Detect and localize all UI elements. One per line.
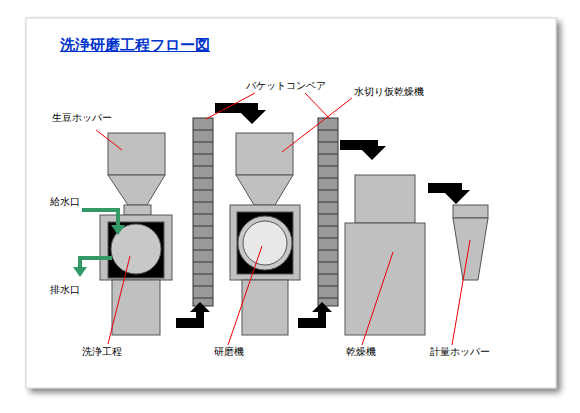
conveyor-bucket: [193, 202, 213, 203]
diagram-title: 洗浄研磨工程フロー図: [60, 36, 210, 54]
conveyor-bucket: [193, 214, 213, 215]
conveyor-bucket: [318, 262, 338, 263]
conveyor-bucket: [318, 286, 338, 287]
part-label: 水切り仮乾燥機: [354, 86, 424, 98]
part-label: 乾燥機: [346, 346, 376, 358]
conveyor-bucket: [318, 274, 338, 275]
conveyor-bucket: [318, 214, 338, 215]
conveyor-bucket: [193, 190, 213, 191]
conveyor-bucket: [193, 142, 213, 143]
conveyor-bucket: [193, 178, 213, 179]
conveyor-bucket: [193, 238, 213, 239]
part-label: バケットコンベア: [246, 80, 326, 92]
part-label: 生豆ホッパー: [52, 112, 112, 124]
conveyor-bucket: [193, 226, 213, 227]
conveyor-bucket: [193, 286, 213, 287]
conveyor-bucket: [193, 274, 213, 275]
conveyor-bucket: [318, 178, 338, 179]
conveyor-bucket: [318, 238, 338, 239]
conveyor-bucket: [318, 154, 338, 155]
conveyor-bucket: [193, 250, 213, 251]
conveyor-bucket: [318, 202, 338, 203]
part-label: 計量ホッパー: [430, 346, 490, 358]
conveyor-bucket: [318, 298, 338, 299]
conveyor-bucket: [318, 142, 338, 143]
conveyor-bucket: [193, 166, 213, 167]
conveyor-bucket: [193, 154, 213, 155]
conveyor-bucket: [318, 130, 338, 131]
part-label: 排水口: [50, 284, 80, 296]
conveyor-bucket: [318, 166, 338, 167]
conveyor-bucket: [318, 250, 338, 251]
conveyor-bucket: [318, 226, 338, 227]
conveyor-bucket: [193, 298, 213, 299]
conveyor-bucket: [193, 262, 213, 263]
part-label: 給水口: [50, 196, 80, 208]
conveyor-bucket: [318, 190, 338, 191]
part-label: 研磨機: [214, 346, 244, 358]
conveyor-bucket: [193, 130, 213, 131]
part-label: 洗浄工程: [82, 346, 122, 358]
